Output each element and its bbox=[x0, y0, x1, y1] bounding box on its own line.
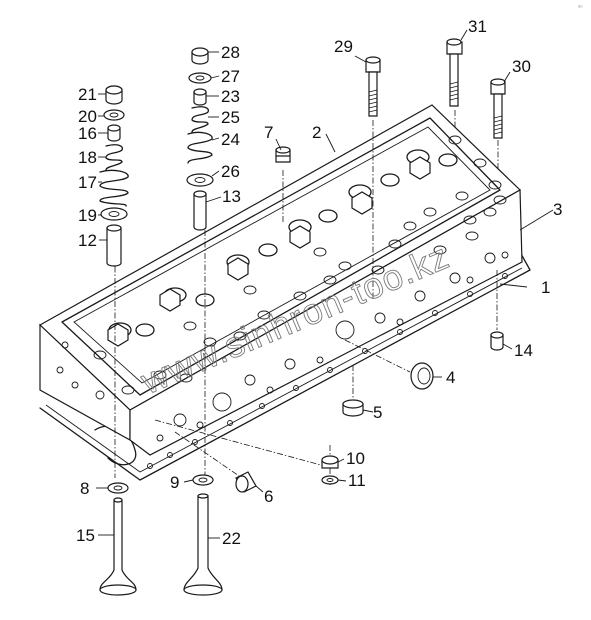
callout-2: 2 bbox=[312, 123, 321, 142]
callout-26: 26 bbox=[221, 162, 240, 181]
middle-valve-train bbox=[186, 47, 214, 231]
corner-mark: ᵃᵒ bbox=[578, 5, 583, 11]
callout-15: 15 bbox=[76, 526, 95, 545]
callout-5: 5 bbox=[373, 403, 382, 422]
valve-seat-8 bbox=[107, 482, 129, 494]
callout-7: 7 bbox=[264, 123, 273, 142]
bolt-31 bbox=[446, 38, 463, 107]
bolt-29 bbox=[365, 56, 381, 117]
plug-5 bbox=[342, 399, 364, 417]
callout-22: 22 bbox=[222, 529, 241, 548]
callout-30: 30 bbox=[512, 57, 531, 76]
cap-10 bbox=[321, 455, 339, 469]
callout-8: 8 bbox=[80, 479, 89, 498]
callout-11: 11 bbox=[348, 471, 366, 490]
callout-12: 12 bbox=[78, 231, 97, 250]
callout-17: 17 bbox=[78, 173, 97, 192]
left-valve-train bbox=[99, 85, 129, 267]
dowel-14 bbox=[490, 331, 504, 351]
plug-part-7 bbox=[275, 146, 291, 163]
callout-labels: 1 2 3 4 5 6 7 8 9 10 11 12 13 14 15 16 1… bbox=[76, 17, 562, 548]
callout-20: 20 bbox=[78, 107, 97, 126]
leader-lines bbox=[96, 29, 554, 539]
callout-13: 13 bbox=[222, 187, 241, 206]
callout-23: 23 bbox=[221, 87, 240, 106]
callout-31: 31 bbox=[468, 17, 487, 36]
callout-16: 16 bbox=[78, 124, 97, 143]
valve-seat-9 bbox=[192, 474, 214, 486]
valve-15 bbox=[99, 497, 137, 596]
cylinder-head-body bbox=[38, 104, 523, 456]
callout-21: 21 bbox=[78, 85, 97, 104]
seal-ring-4 bbox=[410, 362, 434, 390]
callout-6: 6 bbox=[264, 487, 273, 506]
callout-10: 10 bbox=[346, 449, 365, 468]
callout-9: 9 bbox=[170, 473, 179, 492]
callout-28: 28 bbox=[221, 43, 240, 62]
valve-22 bbox=[183, 493, 223, 596]
callout-18: 18 bbox=[78, 148, 97, 167]
callout-3: 3 bbox=[553, 200, 562, 219]
callout-1: 1 bbox=[541, 278, 550, 297]
bolt-30 bbox=[490, 78, 506, 139]
callout-25: 25 bbox=[221, 108, 240, 127]
callout-27: 27 bbox=[221, 67, 240, 86]
washer-11 bbox=[321, 475, 339, 485]
callout-4: 4 bbox=[446, 368, 455, 387]
callout-19: 19 bbox=[78, 206, 97, 225]
fitting-6 bbox=[235, 471, 257, 493]
callout-14: 14 bbox=[514, 341, 533, 360]
callout-29: 29 bbox=[334, 37, 353, 56]
callout-24: 24 bbox=[221, 130, 240, 149]
